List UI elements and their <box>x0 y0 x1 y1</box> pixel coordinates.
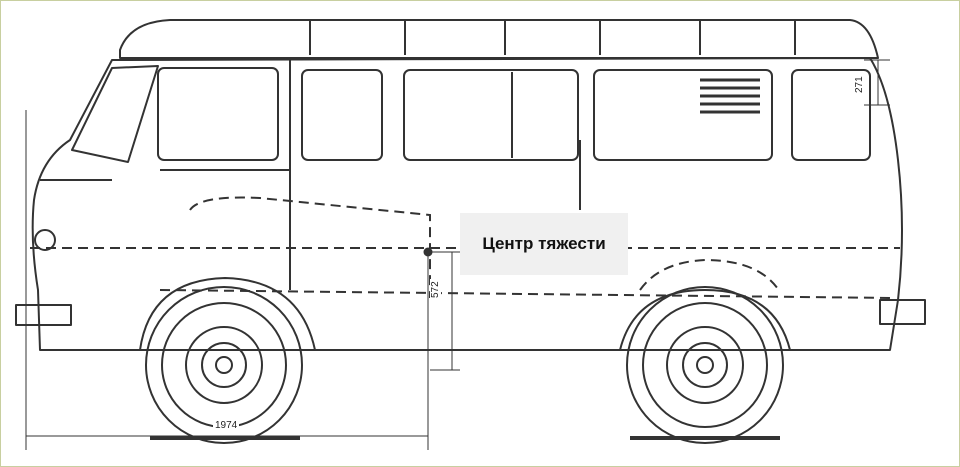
window-5 <box>791 69 871 161</box>
window-2 <box>301 69 383 161</box>
dimension-572: 572 <box>430 279 441 300</box>
window-4 <box>593 69 773 161</box>
roof-rack <box>119 19 879 59</box>
dimension-1974: 1974 <box>213 420 240 431</box>
cog-label: Центр тяжести <box>460 213 628 275</box>
rear-wheel <box>626 286 784 444</box>
dimension-271: 271 <box>854 75 865 94</box>
cab-window <box>157 67 279 161</box>
window-3 <box>403 69 579 161</box>
front-bumper <box>15 304 72 326</box>
windshield <box>71 65 159 163</box>
rear-bumper <box>879 299 926 325</box>
cog-point <box>423 247 433 257</box>
van-body <box>31 57 903 351</box>
